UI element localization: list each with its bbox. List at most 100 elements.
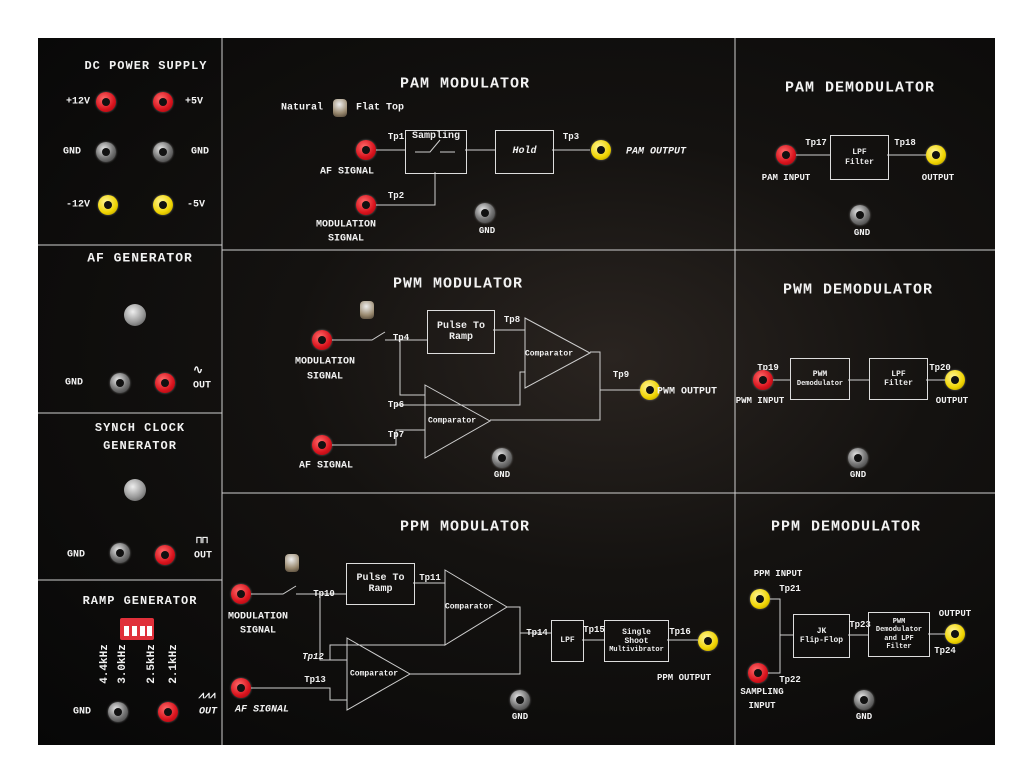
gnd-jack[interactable] (153, 142, 173, 162)
ppm-output-jack[interactable] (698, 631, 718, 651)
af-signal-jack[interactable] (356, 140, 376, 160)
ppm-input-label: PPM INPUT (753, 569, 803, 579)
ramp-generator-title: RAMP GENERATOR (82, 594, 198, 608)
trainer-board (38, 38, 995, 745)
comparator-triangle (424, 384, 492, 459)
gnd-jack[interactable] (848, 448, 868, 468)
test-point-tp9: Tp9 (612, 370, 630, 380)
af-out-jack[interactable] (155, 373, 175, 393)
natural-flat-top-toggle[interactable] (333, 99, 347, 117)
signal-label: SIGNAL (327, 233, 365, 245)
sampling-input-jack[interactable] (748, 663, 768, 683)
ramp-out-jack[interactable] (158, 702, 178, 722)
pam-output-label: PAM OUTPUT (625, 146, 687, 158)
test-point-tp12: Tp12 (302, 652, 324, 662)
pwm-output-label: PWM OUTPUT (656, 386, 718, 398)
ppm-modulator-title: PPM MODULATOR (399, 518, 531, 536)
synch-clock-title-2: GENERATOR (103, 439, 177, 453)
dc-power-title: DC POWER SUPPLY (84, 59, 208, 73)
af-signal-label: AF SIGNAL (234, 704, 290, 716)
gnd-jack[interactable] (110, 543, 130, 563)
gnd-label: GND (853, 228, 871, 238)
signal-label: SIGNAL (239, 625, 277, 637)
clock-out-jack[interactable] (155, 545, 175, 565)
test-point-tp14: Tp14 (526, 628, 548, 638)
gnd-label: GND (72, 706, 92, 718)
gnd-jack[interactable] (492, 448, 512, 468)
pwm-input-label: PWM INPUT (735, 396, 785, 406)
gnd-jack[interactable] (510, 690, 530, 710)
modulation-signal-jack[interactable] (312, 330, 332, 350)
pwm-label: PWM (812, 370, 828, 380)
plus5v-jack[interactable] (153, 92, 173, 112)
pwm-input-jack[interactable] (753, 370, 773, 390)
clock-knob[interactable] (124, 479, 146, 501)
wire (768, 598, 945, 674)
modulation-signal-jack[interactable] (231, 584, 251, 604)
gnd-jack[interactable] (850, 205, 870, 225)
gnd-jack[interactable] (854, 690, 874, 710)
pwm-signal-select-toggle[interactable] (360, 301, 374, 319)
af-signal-jack[interactable] (231, 678, 251, 698)
sampling-switch (415, 139, 455, 153)
gnd-jack[interactable] (110, 373, 130, 393)
plus5v-label: +5V (184, 96, 204, 108)
test-point-tp19: Tp19 (757, 363, 779, 373)
lpf-label: LPF (891, 369, 906, 379)
sampling-label: SAMPLING (740, 687, 784, 697)
wire (376, 149, 590, 206)
signal-label: SIGNAL (306, 371, 344, 383)
test-point-tp3: Tp3 (562, 132, 580, 142)
minus5v-label: -5V (186, 199, 206, 211)
freq-label: 3.0kHz (117, 644, 129, 684)
ppm-signal-select-toggle[interactable] (285, 554, 299, 572)
af-signal-label: AF SIGNAL (298, 460, 354, 472)
comparator-label: Comparator (349, 669, 399, 679)
test-point-tp6: Tp6 (387, 400, 405, 410)
pam-output-jack[interactable] (591, 140, 611, 160)
comparator-label: Comparator (444, 602, 494, 612)
af-frequency-knob[interactable] (124, 304, 146, 326)
ppm-demod-output-jack[interactable] (945, 624, 965, 644)
filter-label: Filter (886, 642, 912, 651)
pwm-output-jack[interactable] (640, 380, 660, 400)
pwm-demodulator-title: PWM DEMODULATOR (782, 281, 934, 299)
test-point-tp17: Tp17 (805, 138, 827, 148)
gnd-jack[interactable] (108, 702, 128, 722)
pulse-to-label: Pulse To (436, 320, 485, 332)
output-label: OUTPUT (938, 609, 972, 619)
out-label: OUT (193, 550, 213, 562)
comparator-triangle (444, 569, 508, 646)
pwm-label: PWM (892, 618, 906, 627)
gnd-label: GND (849, 470, 867, 480)
plus12v-jack[interactable] (96, 92, 116, 112)
test-point-tp7: Tp7 (387, 430, 405, 440)
frequency-dip-switch[interactable] (120, 618, 154, 640)
gnd-jack[interactable] (96, 142, 116, 162)
minus12v-jack[interactable] (98, 195, 118, 215)
pam-demod-output-jack[interactable] (926, 145, 946, 165)
sampling-label: Sampling (411, 131, 460, 142)
modulation-signal-jack[interactable] (356, 195, 376, 215)
multivibrator-label: Multivibrator (609, 646, 664, 655)
pam-input-jack[interactable] (776, 145, 796, 165)
sampling-block: Sampling (405, 130, 467, 174)
pam-demodulator-title: PAM DEMODULATOR (784, 79, 936, 97)
hold-block: Hold (495, 130, 554, 174)
gnd-jack[interactable] (475, 203, 495, 223)
af-signal-jack[interactable] (312, 435, 332, 455)
ppm-input-jack[interactable] (750, 589, 770, 609)
test-point-tp11: Tp11 (419, 573, 441, 583)
test-point-tp22: Tp22 (779, 675, 801, 685)
pwm-demod-output-jack[interactable] (945, 370, 965, 390)
gnd-label: GND (493, 470, 511, 480)
minus5v-jack[interactable] (153, 195, 173, 215)
modulation-label: MODULATION (294, 356, 356, 368)
ppm-demodulator-title: PPM DEMODULATOR (770, 518, 922, 536)
gnd-label: GND (511, 712, 529, 722)
test-point-tp20: Tp20 (929, 363, 951, 373)
test-point-tp23: Tp23 (849, 620, 871, 630)
